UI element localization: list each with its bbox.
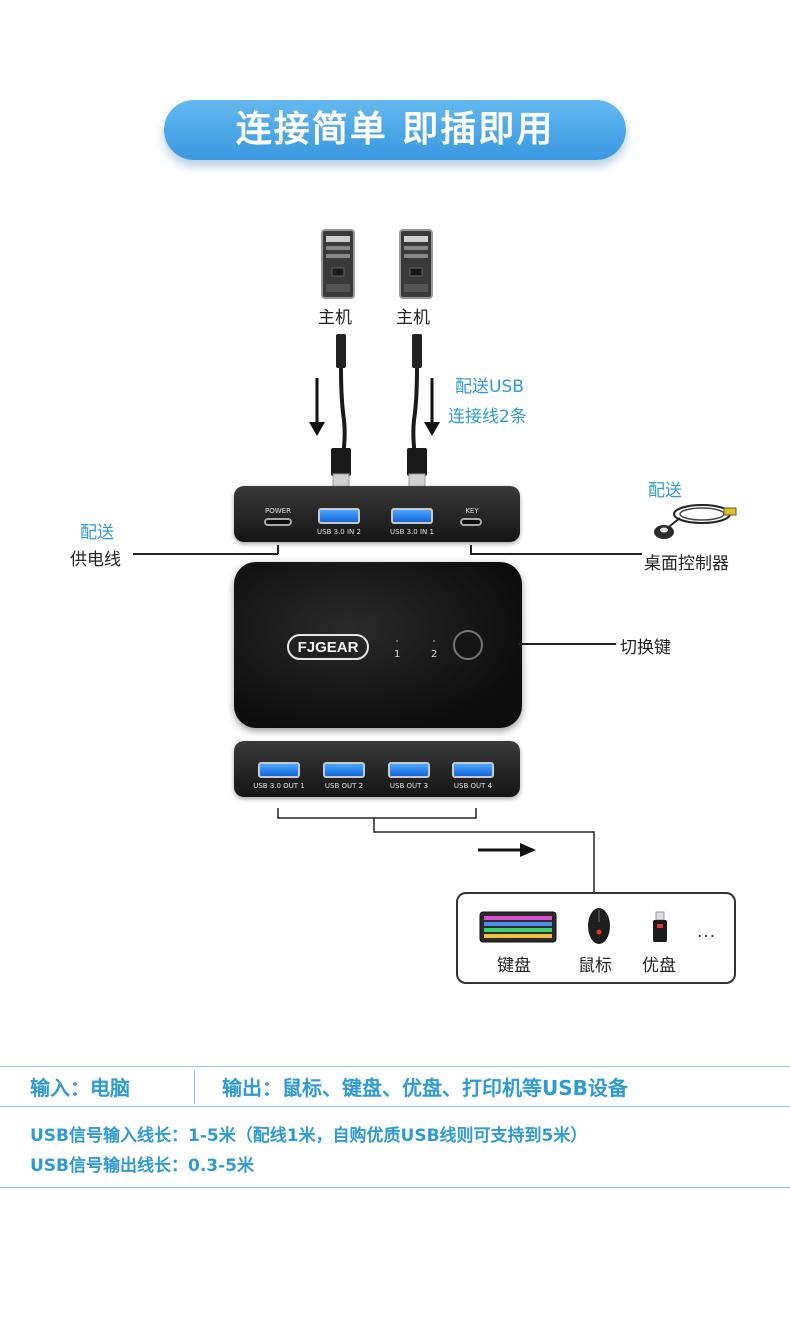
usb-in-2-label: USB 3.0 IN 2 [317, 528, 361, 536]
power-port[interactable] [264, 518, 292, 526]
power-note-top: 配送 [80, 523, 114, 543]
host-computer-icon [399, 229, 433, 299]
spec-divider-bottom [0, 1187, 790, 1188]
power-port-label: POWER [265, 507, 291, 515]
desk-note-bottom: 桌面控制器 [644, 554, 729, 574]
keyboard-icon [479, 911, 557, 943]
switch-button[interactable] [453, 630, 483, 660]
page-title: 连接简单 即插即用 [235, 109, 555, 150]
desk-note-top: 配送 [648, 481, 682, 501]
usb-out-1-port[interactable] [258, 762, 300, 778]
spec-divider-top [0, 1066, 790, 1067]
brand-logo: FJGEAR [287, 634, 369, 660]
device-mouse-label: 鼠标 [578, 956, 612, 976]
desk-leader-tick [470, 545, 472, 554]
switch-key-label: 切换键 [620, 638, 671, 658]
spec-divider-middle [0, 1106, 790, 1107]
led-2 [433, 640, 435, 642]
key-port[interactable] [460, 518, 482, 526]
spec-output-length: USB信号输出线长：0.3-5米 [30, 1156, 255, 1176]
usb-out-1-label: USB 3.0 OUT 1 [253, 782, 305, 790]
device-keyboard-label: 键盘 [497, 956, 531, 976]
host-label-1: 主机 [318, 308, 352, 328]
device-udisk-label: 优盘 [642, 956, 676, 976]
desk-leader-line [470, 553, 642, 555]
power-leader-tick [277, 545, 279, 554]
more-devices-ellipsis: ... [697, 922, 717, 942]
power-leader-line [133, 553, 278, 555]
led-2-label: 2 [431, 649, 438, 660]
cable-note-line1: 配送USB [455, 377, 524, 397]
spec-input-length: USB信号输入线长：1-5米（配线1米，自购优质USB线则可支持到5米） [30, 1126, 588, 1146]
host-label-2: 主机 [396, 308, 430, 328]
title-pill [164, 100, 626, 160]
cable-note-line2: 连接线2条 [448, 407, 527, 427]
spec-column-divider [194, 1070, 195, 1104]
usb-out-3-label: USB OUT 3 [389, 782, 429, 790]
usb-out-3-port[interactable] [388, 762, 430, 778]
desk-controller-icon [654, 504, 737, 539]
led-1-label: 1 [394, 649, 401, 660]
led-1 [396, 640, 398, 642]
usb-out-4-port[interactable] [452, 762, 494, 778]
usb-in-1-label: USB 3.0 IN 1 [390, 528, 434, 536]
input-module [234, 486, 520, 542]
key-port-label: KEY [465, 507, 479, 515]
spec-output: 输出：鼠标、键盘、优盘、打印机等USB设备 [222, 1076, 628, 1100]
usb-in-1-port[interactable] [391, 508, 433, 524]
usb-in-2-port[interactable] [318, 508, 360, 524]
spec-input: 输入：电脑 [30, 1076, 130, 1100]
usb-out-2-label: USB OUT 2 [324, 782, 364, 790]
power-note-bottom: 供电线 [70, 550, 121, 570]
usb-drive-icon [653, 911, 667, 942]
usb-out-2-port[interactable] [323, 762, 365, 778]
host-computer-icon [321, 229, 355, 299]
switch-leader-line [518, 643, 616, 645]
usb-devices-panel [456, 892, 736, 984]
mouse-icon [588, 908, 610, 944]
usb-cables [309, 334, 440, 489]
usb-out-4-label: USB OUT 4 [453, 782, 493, 790]
output-bracket-lines [277, 808, 595, 892]
